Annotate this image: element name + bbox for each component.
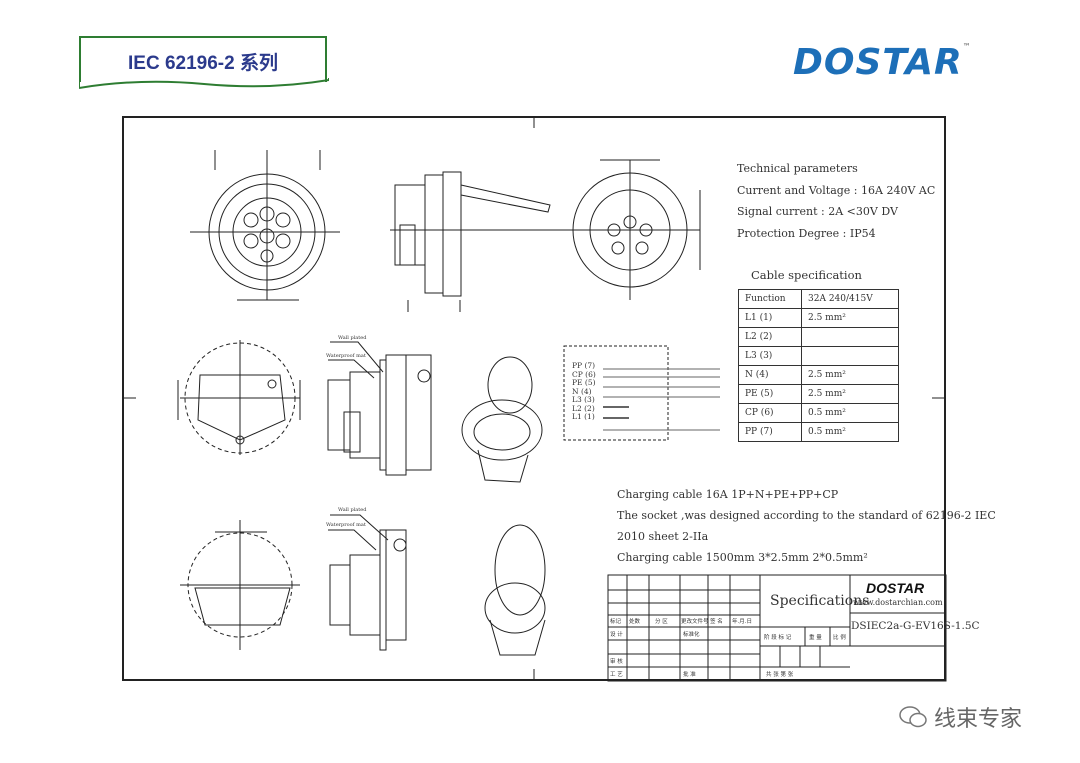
technical-parameters: Technical parameters Current and Voltage… [737,158,935,244]
tech-current-voltage: Current and Voltage : 16A 240V AC [737,183,936,197]
socket-side-view [390,171,570,312]
wire-label: L3 (3) [572,395,595,404]
cell: 2.5 mm² [801,384,899,404]
title-block-grid [607,574,947,682]
cell: L1 (1) [738,308,802,328]
cell: CP (6) [738,403,802,423]
title-block-logo: DOSTAR [866,580,925,596]
table-row: L1 (1)2.5 mm² [738,308,899,328]
wire-diagram [563,345,720,441]
cell: 2.5 mm² [801,365,899,385]
table-row: CP (6)0.5 mm² [738,403,899,423]
cell [801,327,899,347]
note-line: Charging cable 16A 1P+N+PE+PP+CP [617,488,839,501]
drawing-notes: Charging cable 16A 1P+N+PE+PP+CP The soc… [617,484,996,568]
note-line: The socket ,was designed according to th… [617,509,996,522]
slide-title-box: IEC 62196-2 系列 [79,36,329,89]
drawing-number: DSIEC2a-G-EV16S-1.5C [851,620,980,632]
cell: 2.5 mm² [801,308,899,328]
table-row: N (4)2.5 mm² [738,365,899,385]
tb-label: 共 张 第 张 [766,672,794,678]
cell: 0.5 mm² [801,422,899,442]
wire-label: PP (7) [572,361,596,370]
cell: L2 (2) [738,327,802,347]
tb-label: 签 名 [710,619,723,625]
wire-labels: PP (7) CP (6) PE (5) N (4) L3 (3) L2 (2)… [572,361,596,422]
socket-section-view [327,341,432,476]
watermark-text: 线束专家 [934,706,1023,731]
tb-label: 批 准 [683,672,696,678]
wire-label: PE (5) [572,378,596,387]
callout-waterproof-mat: Waterproof mat [326,353,366,359]
tech-signal-current: Signal current : 2A <30V DV [737,205,898,218]
cell: N (4) [738,365,802,385]
socket-section-view-2 [328,514,407,651]
dostar-logo: DOSTAR™ [793,42,972,83]
table-row: PP (7)0.5 mm² [738,422,899,442]
tb-label: 工 艺 [610,672,623,678]
socket-front-view-2 [560,159,701,300]
socket-isometric-open [461,356,543,483]
callout-wall-plated-2: Wall plated [338,507,367,513]
tb-label: 更改文件号 [681,619,709,625]
title-block-url: www.dostarchian.com [853,598,943,607]
note-line: 2010 sheet 2-IIa [617,530,709,543]
cell [801,346,899,366]
tb-label: 分 区 [655,619,668,625]
watermark: 线束专家 [898,701,1022,733]
tech-heading: Technical parameters [737,162,858,175]
table-row: L2 (2) [738,327,899,347]
wechat-icon [899,706,927,728]
table-row: L3 (3) [738,346,899,366]
socket-front-view [190,150,340,301]
mounting-view-2 [180,520,300,650]
tb-label: 标准化 [683,632,700,638]
tech-protection: Protection Degree : IP54 [737,226,876,240]
tb-label: 阶 段 标 记 [764,635,792,641]
tb-label: 比 例 [833,635,846,641]
wire-label: N (4) [572,386,592,396]
tb-label: 处数 [629,619,641,625]
wire-label: L1 (1) [572,412,595,421]
header-cell: 32A 240/415V [801,289,899,309]
wire-label: CP (6) [572,369,596,379]
title-wave-underline [79,78,329,89]
cell: 0.5 mm² [801,403,899,423]
mounting-hole-view [177,340,301,455]
table-row: PE (5)2.5 mm² [738,384,899,404]
tb-label: 审 核 [610,659,623,665]
callout-waterproof-mat-2: Waterproof mat [326,522,366,528]
slide-title: IEC 62196-2 系列 [128,53,278,74]
socket-isometric-closed [484,524,546,656]
tb-label: 设 计 [610,632,623,638]
header-cell: Function [738,289,802,309]
tb-label: 标记 [610,619,622,625]
cell: PE (5) [738,384,802,404]
cable-spec-heading: Cable specification [751,268,862,282]
callout-wall-plated: Wall plated [338,335,367,341]
cell: L3 (3) [738,346,802,366]
note-line: Charging cable 1500mm 3*2.5mm 2*0.5mm² [617,551,868,564]
tb-label: 重 量 [809,635,822,641]
cell: PP (7) [738,422,802,442]
title-block-title: Specifications [770,593,870,609]
tb-label: 年.月.日 [732,619,752,625]
wire-label: L2 (2) [572,403,595,413]
